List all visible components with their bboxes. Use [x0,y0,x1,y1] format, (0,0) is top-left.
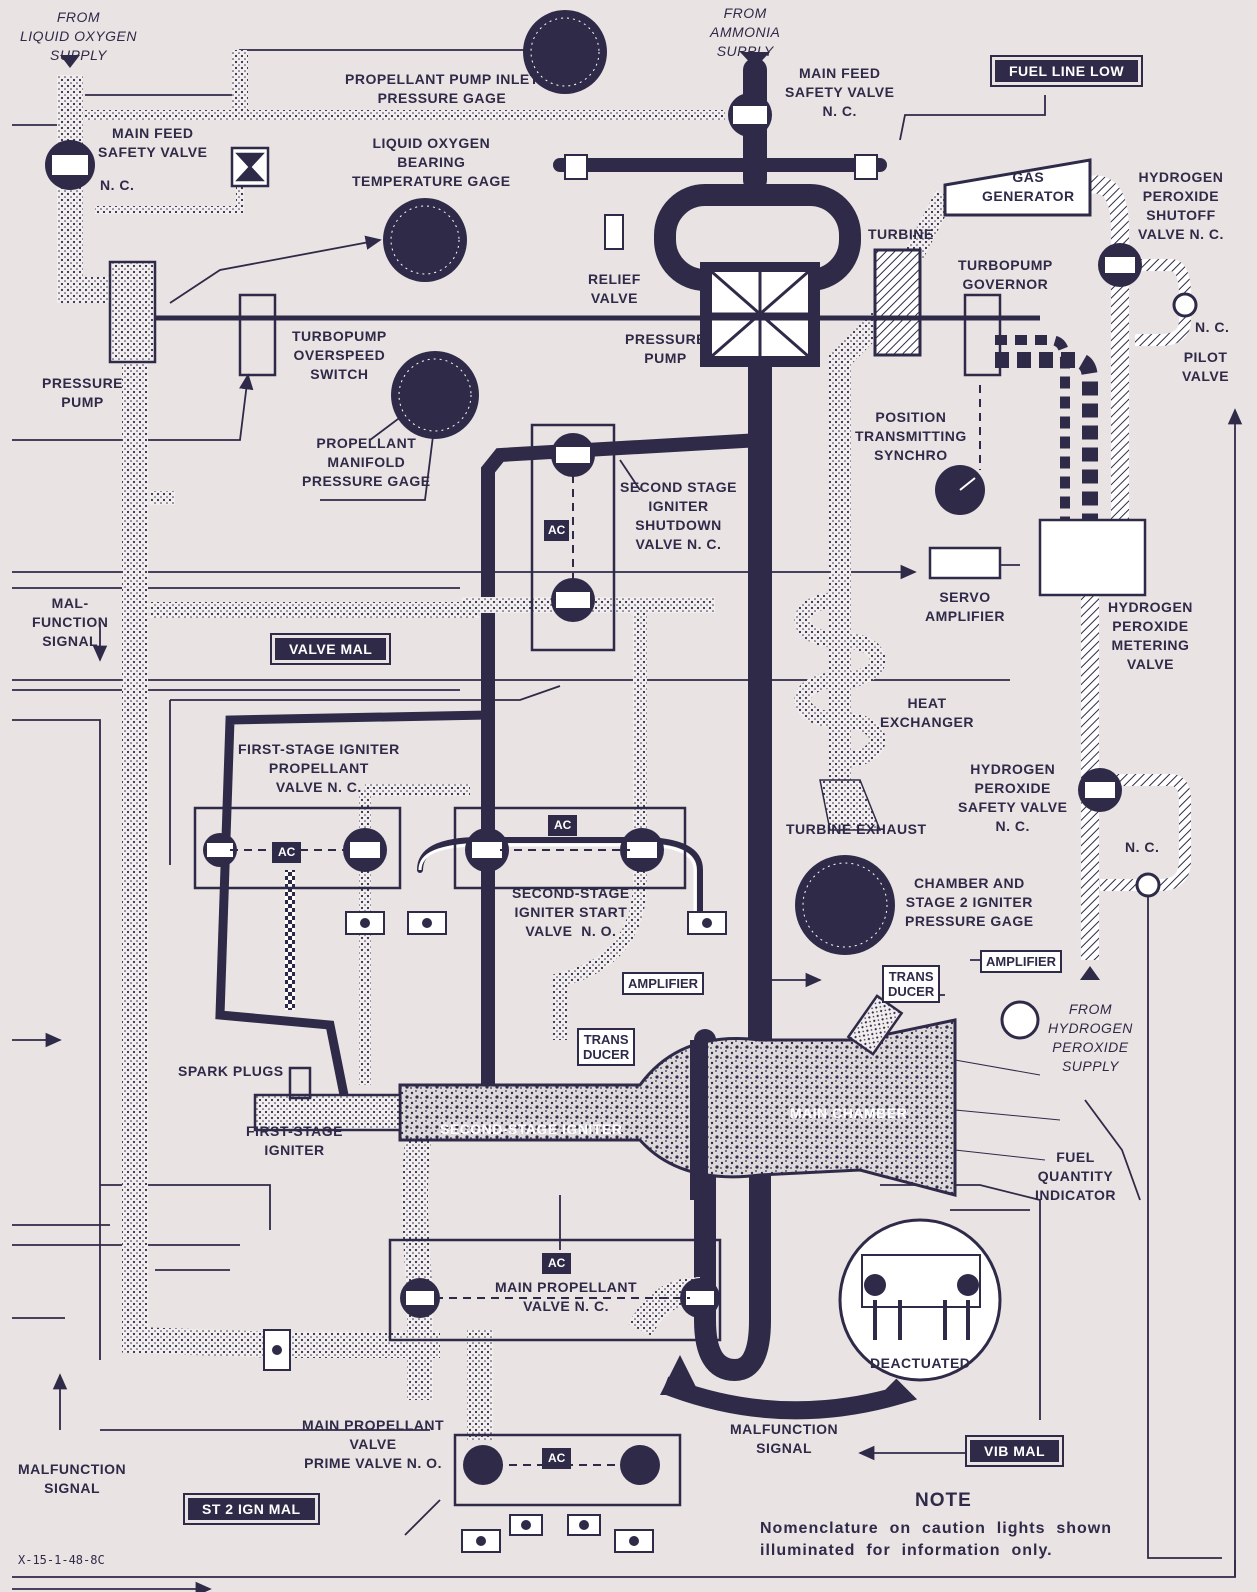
label-prime-valve: MAIN PROPELLANT VALVE PRIME VALVE N. O. [302,1417,445,1471]
label-h2o2-shutoff: HYDROGEN PEROXIDE SHUTOFF VALVE N. C. [1138,169,1224,242]
turbine-block [873,248,922,357]
label-position-synchro: POSITION TRANSMITTING SYNCHRO [855,409,967,463]
label-malfunction-right: MALFUNCTION SIGNAL [730,1421,839,1456]
label-turbopump-overspeed: TURBOPUMP OVERSPEED SWITCH [292,328,387,382]
label-main-prop-valve: MAIN PROPELLANT VALVE N. C. [495,1279,638,1314]
label-spark-plugs: SPARK PLUGS [178,1063,284,1079]
ammonia-pump-housing [654,184,861,367]
label-malfunction-left: MAL- FUNCTION SIGNAL [32,595,109,649]
label-main-feed-right: MAIN FEED SAFETY VALVE N. C. [785,65,895,119]
label-first-stage-valve: FIRST-STAGE IGNITER PROPELLANT VALVE N. … [238,741,400,795]
note-text: Nomenclature on caution lights shown ill… [760,1520,1113,1559]
ac-tag-second-stage: AC [548,815,578,836]
label-nc-lower: N. C. [1125,839,1160,855]
caution-light-fuel-line-low: FUEL LINE LOW [989,55,1144,87]
trans-ducer-box-right: TRANS DUCER [882,965,941,1003]
label-pressure-pump-left: PRESSURE PUMP [42,375,124,410]
circular-valves [45,93,1198,1485]
note-title: NOTE [915,1490,972,1511]
label-nc-left: N. C. [100,177,135,193]
label-second-stage-shutdown: SECOND STAGE IGNITER SHUTDOWN VALVE N. C… [620,479,737,552]
ac-tag-first-stage: AC [272,842,302,863]
label-main-chamber: MAIN CHAMBER [790,1105,908,1121]
label-from-h2o2: FROM HYDROGEN PEROXIDE SUPPLY [1048,1001,1133,1074]
label-malfunction-bottom: MALFUNCTION SIGNAL [18,1461,127,1496]
caution-light-vib-mal: VIB MAL [964,1435,1065,1467]
label-h2o2-metering: HYDROGEN PEROXIDE METERING VALVE [1108,599,1193,672]
label-turbine: TURBINE [868,226,934,242]
valve-enclosures [108,146,1147,1507]
amplifier-box-right: AMPLIFIER [980,950,1063,973]
label-nc-pilot: N. C. [1195,319,1230,335]
ac-tag-prime: AC [542,1448,572,1469]
label-lox-bearing: LIQUID OXYGEN BEARING TEMPERATURE GAGE [352,135,511,189]
label-manifold-gage: PROPELLANT MANIFOLD PRESSURE GAGE [302,435,431,489]
turbine-exhaust-nozzle [819,779,882,831]
deactuated-inset [838,1218,1002,1382]
label-h2o2-safety: HYDROGEN PEROXIDE SAFETY VALVE N. C. [958,761,1068,834]
label-pilot-valve: PILOT VALVE [1182,349,1230,384]
label-fuel-quantity: FUEL QUANTITY INDICATOR [1035,1149,1116,1203]
label-relief-valve: RELIEF VALVE [588,271,641,306]
label-chamber-gage: CHAMBER AND STAGE 2 IGNITER PRESSURE GAG… [905,875,1034,929]
label-first-stage-igniter: FIRST-STAGE IGNITER [246,1123,344,1158]
label-gas-generator: GAS GENERATOR [982,169,1075,204]
label-servo-amplifier: SERVO AMPLIFIER [925,589,1005,624]
figure-code: X-15-1-48-8C [18,1553,105,1567]
fittings [263,154,878,1553]
label-from-ammonia: FROM AMMONIA SUPPLY [710,5,781,59]
ac-tag-shutdown: AC [544,520,570,541]
label-second-stage-start: SECOND-STAGE IGNITER START VALVE N. O. [512,885,630,939]
label-turbopump-governor: TURBOPUMP GOVERNOR [958,257,1053,292]
flow-arrows [60,52,1100,980]
amplifier-box-center: AMPLIFIER [622,972,705,995]
trans-ducer-box-center: TRANS DUCER [577,1028,636,1066]
heat-exchanger-coil [794,592,886,768]
label-turbine-exhaust: TURBINE EXHAUST [786,821,927,837]
gauges [383,10,985,955]
label-second-stage-igniter: SECOND-STAGE IGNITER [440,1121,623,1137]
label-from-lox: FROM LIQUID OXYGEN SUPPLY [20,9,137,63]
label-pressure-pump-center: PRESSURE PUMP [625,331,707,366]
label-heat-exchanger: HEAT EXCHANGER [880,695,974,730]
caution-light-valve-mal: VALVE MAL [269,633,392,665]
label-pump-inlet-gage: PROPELLANT PUMP INLET PRESSURE GAGE [345,71,539,106]
main-chamber-group [253,1018,1061,1200]
label-deactuated: DEACTUATED [870,1355,971,1371]
gas-generator-shape [943,158,1092,217]
label-main-feed-left: MAIN FEED SAFETY VALVE [98,125,208,160]
caution-light-st2-ign-mal: ST 2 IGN MAL [183,1493,320,1525]
ac-tag-main-prop: AC [542,1253,572,1274]
return-sweep-arrow [661,1376,918,1420]
signal-wiring [12,49,1243,1592]
